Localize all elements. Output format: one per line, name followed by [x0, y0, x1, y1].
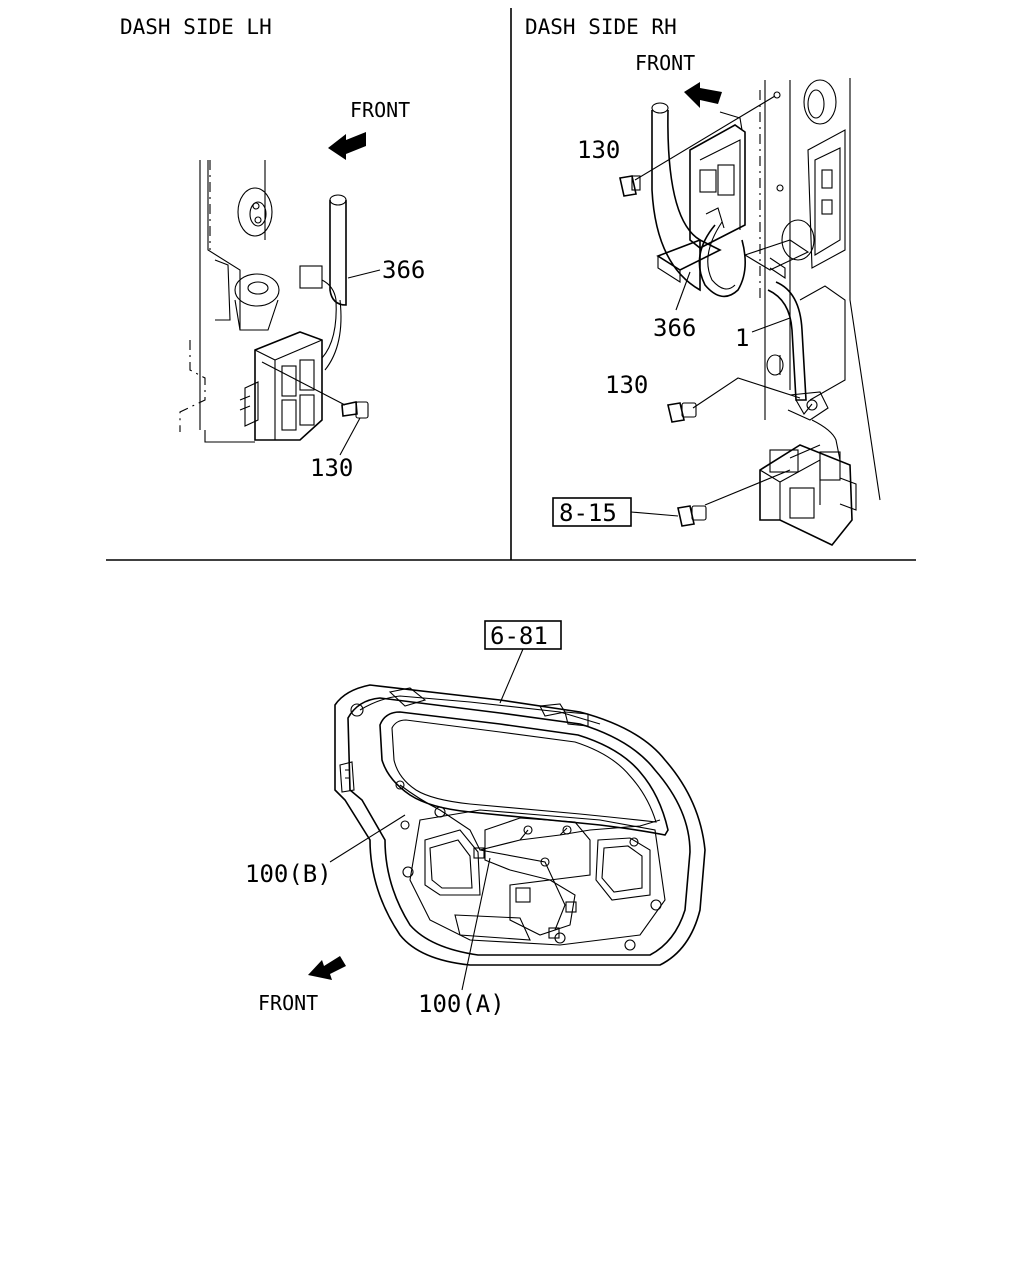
front-arrow-lh-icon: [328, 132, 366, 160]
leader-lh-130: [339, 417, 361, 456]
front-arrow-rh-icon: [684, 82, 722, 108]
callout-rh-366: 366: [653, 314, 696, 342]
front-label-bottom: FRONT: [258, 991, 318, 1015]
leader-100b: [329, 814, 406, 863]
leader-100a: [461, 857, 491, 991]
front-label-rh: FRONT: [635, 51, 695, 75]
tailgate-illustration: [334, 684, 706, 966]
callout-ref-8-15: 8-15: [559, 499, 617, 527]
leader-rh-8-15: [630, 511, 679, 517]
callout-lh-366: 366: [382, 256, 425, 284]
leader-rh-366: [675, 271, 691, 311]
leader-lh-366: [347, 269, 381, 279]
callout-100a: 100(A): [418, 990, 505, 1018]
front-arrow-bottom-icon: [308, 956, 346, 980]
section-title-lh: DASH SIDE LH: [120, 15, 272, 39]
callout-ref-6-81: 6-81: [490, 622, 548, 650]
callout-rh-130-top: 130: [577, 136, 620, 164]
callout-100b: 100(B): [245, 860, 332, 888]
front-label-lh: FRONT: [350, 98, 410, 122]
rh-illustration: [619, 78, 881, 546]
ref-box-8-15: [552, 497, 632, 527]
callout-lh-130: 130: [310, 454, 353, 482]
section-title-rh: DASH SIDE RH: [525, 15, 677, 39]
callout-rh-130-bottom: 130: [605, 371, 648, 399]
leader-rh-1: [751, 317, 791, 333]
lh-illustration: [179, 160, 369, 443]
callout-rh-1: 1: [735, 324, 749, 352]
leader-6-81: [499, 648, 524, 704]
